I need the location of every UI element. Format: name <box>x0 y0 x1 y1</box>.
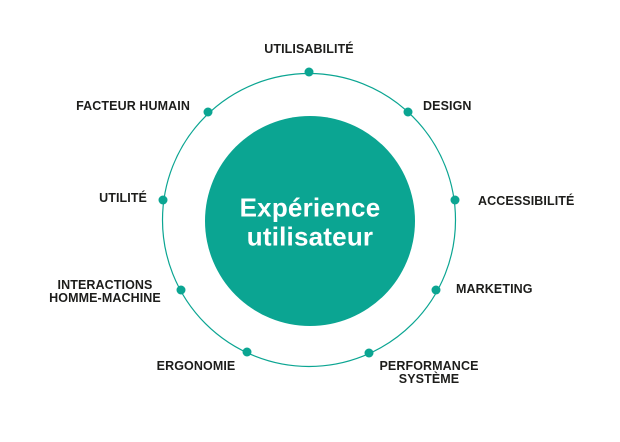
dot-utilite <box>158 195 168 205</box>
dot-facteur-humain <box>203 107 213 117</box>
label-accessibilite: ACCESSIBILITÉ <box>478 194 575 208</box>
dot-design <box>403 107 413 117</box>
dot-accessibilite <box>450 195 460 205</box>
label-facteur-humain: FACTEUR HUMAIN <box>76 99 190 113</box>
label-utilisabilite: UTILISABILITÉ <box>264 42 354 56</box>
label-performance-systeme: PERFORMANCE SYSTÈME <box>379 359 479 387</box>
label-marketing: MARKETING <box>456 282 533 296</box>
dot-performance-systeme <box>364 348 374 358</box>
dot-utilisabilite <box>304 67 314 77</box>
dot-interactions-homme-machine <box>176 285 186 295</box>
label-interactions-homme-machine: INTERACTIONS HOMME-MACHINE <box>49 278 161 306</box>
dot-marketing <box>431 285 441 295</box>
diagram-center-label: Expérience utilisateur <box>239 192 381 251</box>
label-utilite: UTILITÉ <box>99 191 147 205</box>
label-ergonomie: ERGONOMIE <box>156 359 236 373</box>
dot-ergonomie <box>242 347 252 357</box>
label-design: DESIGN <box>423 99 472 113</box>
center-disc <box>205 116 415 326</box>
